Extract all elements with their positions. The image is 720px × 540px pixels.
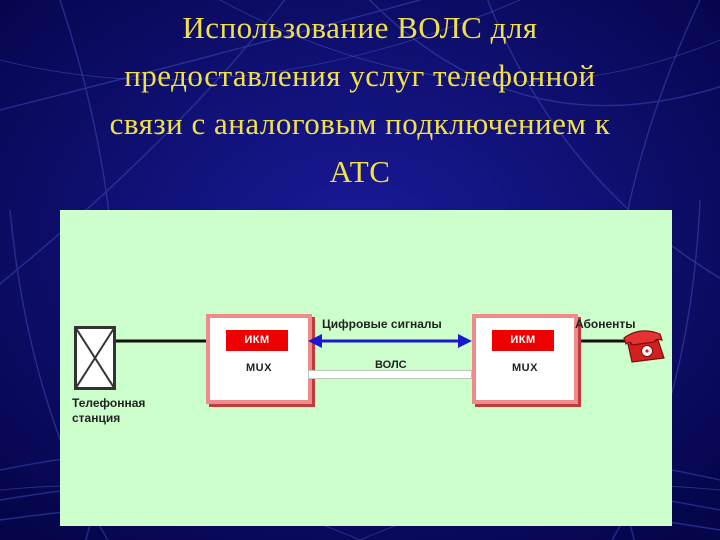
left-mux-label: MUX [246,362,272,374]
subscribers-label: Абоненты [575,317,636,331]
slide-title: Использование ВОЛС для предоставления ус… [20,4,700,196]
double-arrow-icon [308,334,472,348]
fiber-cable [308,370,472,379]
station-label-line-2: станция [72,411,121,425]
station-label: Телефонная станция [72,396,145,426]
left-mux-block: ИКМ MUX [206,314,312,404]
fiber-label: ВОЛС [375,359,407,371]
digital-signals-label: Цифровые сигналы [322,317,442,331]
slide-title-line-4: АТС [329,154,391,189]
right-mux-label: MUX [512,362,538,374]
crossed-box-icon [74,326,116,390]
right-mux-block: ИКМ MUX [472,314,578,404]
station-label-line-1: Телефонная [72,396,146,410]
telephone-icon [623,330,665,363]
slide-title-line-1: Использование ВОЛС для [182,10,538,45]
slide-title-line-2: предоставления услуг телефонной [124,58,596,93]
right-ikm-label: ИКМ [492,330,554,351]
slide-title-line-3: связи с аналоговым подключением к [109,106,611,141]
connection-wires [116,339,628,343]
network-diagram: Телефонная станция ИКМ MUX Цифровые сигн… [60,210,672,526]
left-ikm-label: ИКМ [226,330,288,351]
